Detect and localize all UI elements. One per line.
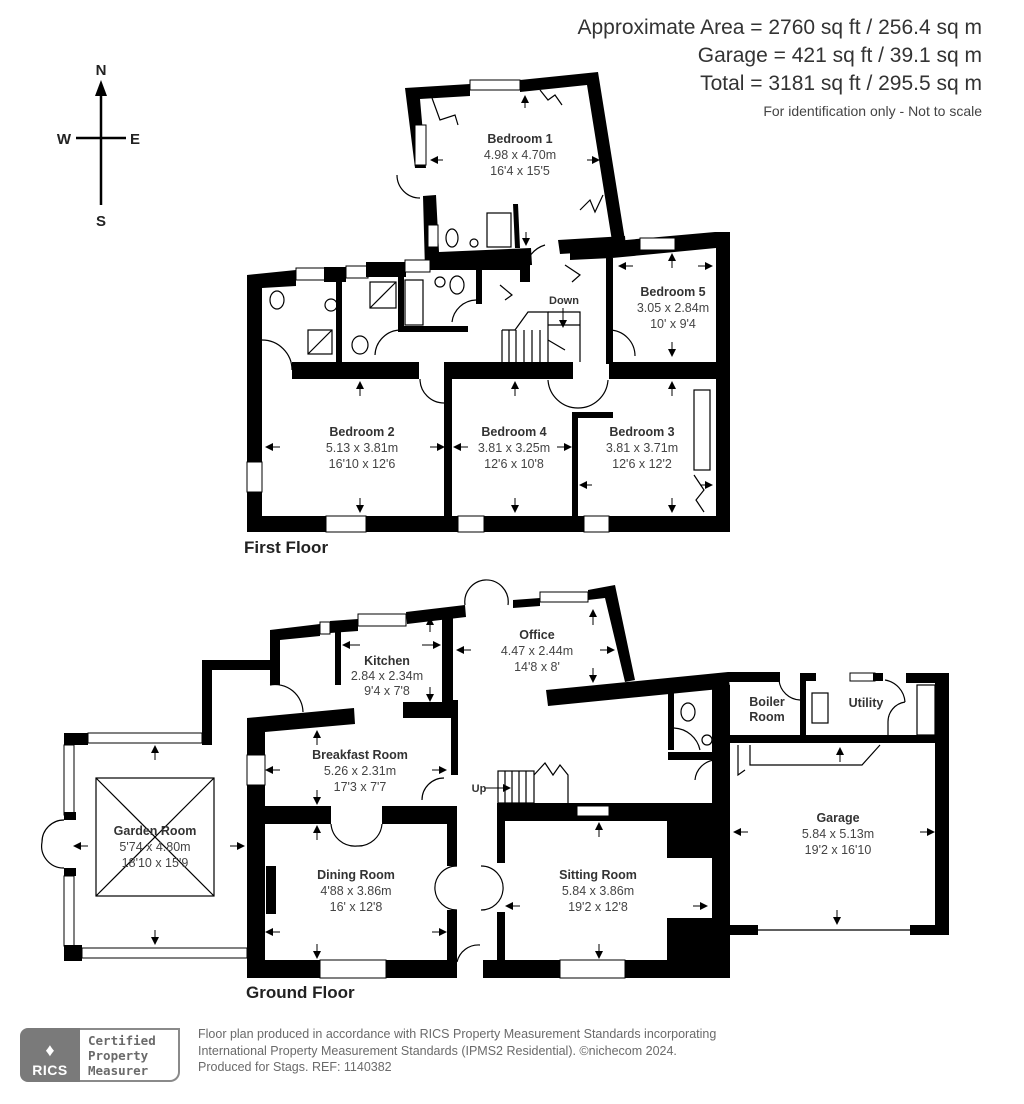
svg-text:Office: Office xyxy=(519,628,554,642)
svg-text:12'6 x 10'8: 12'6 x 10'8 xyxy=(484,457,544,471)
compass-east: E xyxy=(130,131,140,148)
room-bedroom-5: Bedroom 5 3.05 x 2.84m 10' x 9'4 xyxy=(637,285,709,331)
svg-text:Garden Room: Garden Room xyxy=(114,824,197,838)
svg-text:5.26 x 2.31m: 5.26 x 2.31m xyxy=(324,764,396,778)
stairs-first-floor: Down xyxy=(501,295,581,362)
footer-line-1: Floor plan produced in accordance with R… xyxy=(198,1027,717,1041)
room-office: Office 4.47 x 2.44m 14'8 x 8' xyxy=(501,628,573,674)
compass-icon: N S E W xyxy=(57,62,140,230)
svg-text:3.05 x 2.84m: 3.05 x 2.84m xyxy=(637,301,709,315)
ground-floor-label: Ground Floor xyxy=(246,983,355,1002)
svg-text:12'6 x 12'2: 12'6 x 12'2 xyxy=(612,457,672,471)
svg-text:Utility: Utility xyxy=(849,696,884,710)
disclaimer: For identification only - Not to scale xyxy=(763,103,982,119)
room-breakfast-room: Breakfast Room 5.26 x 2.31m 17'3 x 7'7 xyxy=(312,748,408,794)
svg-text:Room: Room xyxy=(749,710,784,724)
svg-text:14'8 x 8': 14'8 x 8' xyxy=(514,660,560,674)
svg-text:Boiler: Boiler xyxy=(749,695,785,709)
svg-text:16'4 x 15'5: 16'4 x 15'5 xyxy=(490,164,550,178)
compass-west: W xyxy=(57,131,72,148)
area-summary: Approximate Area = 2760 sq ft / 256.4 sq… xyxy=(578,14,983,122)
footer-line-3: Produced for Stags. REF: 1140382 xyxy=(198,1060,392,1074)
svg-text:3.81 x 3.25m: 3.81 x 3.25m xyxy=(478,441,550,455)
room-garage: Garage 5.84 x 5.13m 19'2 x 16'10 xyxy=(802,811,874,857)
stairs-ground-floor: Up xyxy=(472,762,569,804)
compass-south: S xyxy=(96,213,106,230)
svg-text:Dining Room: Dining Room xyxy=(317,868,395,882)
svg-text:9'4 x 7'8: 9'4 x 7'8 xyxy=(364,684,410,698)
room-sitting-room: Sitting Room 5.84 x 3.86m 19'2 x 12'8 xyxy=(559,868,637,914)
svg-text:Bedroom 5: Bedroom 5 xyxy=(640,285,705,299)
svg-text:Bedroom 1: Bedroom 1 xyxy=(487,132,552,146)
room-boiler-room: Boiler Room xyxy=(749,695,785,724)
svg-text:4'88 x 3.86m: 4'88 x 3.86m xyxy=(320,884,391,898)
footer-notes: Floor plan produced in accordance with R… xyxy=(198,1026,716,1076)
first-floor-plan: Down Bedroom 1 4.98 x 4.70m 16'4 x 15'5 xyxy=(246,72,730,533)
svg-text:4.98 x 4.70m: 4.98 x 4.70m xyxy=(484,148,556,162)
svg-text:17'3 x 7'7: 17'3 x 7'7 xyxy=(334,780,387,794)
room-dining-room: Dining Room 4'88 x 3.86m 16' x 12'8 xyxy=(317,868,395,914)
room-bedroom-4: Bedroom 4 3.81 x 3.25m 12'6 x 10'8 xyxy=(478,425,550,471)
svg-text:Breakfast Room: Breakfast Room xyxy=(312,748,408,762)
footer: ♦ RICS Certified Property Measurer Floor… xyxy=(20,1026,716,1082)
garage-area: Garage = 421 sq ft / 39.1 sq m xyxy=(697,44,982,67)
svg-text:4.47 x 2.44m: 4.47 x 2.44m xyxy=(501,644,573,658)
compass-north: N xyxy=(96,62,107,79)
svg-text:16' x 12'8: 16' x 12'8 xyxy=(330,900,383,914)
svg-text:5.84 x 5.13m: 5.84 x 5.13m xyxy=(802,827,874,841)
room-bedroom-2: Bedroom 2 5.13 x 3.81m 16'10 x 12'6 xyxy=(326,425,398,471)
approximate-area: Approximate Area = 2760 sq ft / 256.4 sq… xyxy=(577,16,983,39)
svg-text:Bedroom 4: Bedroom 4 xyxy=(481,425,546,439)
first-floor-label: First Floor xyxy=(244,538,329,557)
svg-text:5'74 x 4.80m: 5'74 x 4.80m xyxy=(119,840,190,854)
lion-icon: ♦ xyxy=(45,1040,55,1060)
footer-line-2: International Property Measurement Stand… xyxy=(198,1043,677,1058)
svg-text:Kitchen: Kitchen xyxy=(364,654,410,668)
stairs-up-label: Up xyxy=(472,783,487,795)
svg-text:19'2 x 16'10: 19'2 x 16'10 xyxy=(805,843,872,857)
svg-text:18'10 x 15'9: 18'10 x 15'9 xyxy=(122,856,189,870)
room-garden-room: Garden Room 5'74 x 4.80m 18'10 x 15'9 xyxy=(114,824,197,870)
room-bedroom-3: Bedroom 3 3.81 x 3.71m 12'6 x 12'2 xyxy=(606,425,678,471)
svg-text:10' x 9'4: 10' x 9'4 xyxy=(650,317,696,331)
svg-text:2.84 x 2.34m: 2.84 x 2.34m xyxy=(351,669,423,683)
svg-text:5.84 x 3.86m: 5.84 x 3.86m xyxy=(562,884,634,898)
svg-text:Sitting Room: Sitting Room xyxy=(559,868,637,882)
svg-text:3.81 x 3.71m: 3.81 x 3.71m xyxy=(606,441,678,455)
rics-logo: ♦ RICS xyxy=(20,1028,80,1082)
svg-text:Bedroom 3: Bedroom 3 xyxy=(609,425,674,439)
total-area: Total = 3181 sq ft / 295.5 sq m xyxy=(700,72,982,95)
svg-text:Bedroom 2: Bedroom 2 xyxy=(329,425,394,439)
room-kitchen: Kitchen 2.84 x 2.34m 9'4 x 7'8 xyxy=(351,654,423,698)
svg-text:16'10 x 12'6: 16'10 x 12'6 xyxy=(329,457,396,471)
ground-floor-plan: Up xyxy=(41,579,949,979)
svg-text:Garage: Garage xyxy=(816,811,859,825)
svg-text:19'2 x 12'8: 19'2 x 12'8 xyxy=(568,900,628,914)
certified-property-measurer-badge: Certified Property Measurer xyxy=(80,1028,180,1082)
room-utility: Utility xyxy=(849,696,884,710)
room-bedroom-1: Bedroom 1 4.98 x 4.70m 16'4 x 15'5 xyxy=(484,132,556,178)
stairs-down-label: Down xyxy=(549,295,579,307)
svg-text:5.13 x 3.81m: 5.13 x 3.81m xyxy=(326,441,398,455)
